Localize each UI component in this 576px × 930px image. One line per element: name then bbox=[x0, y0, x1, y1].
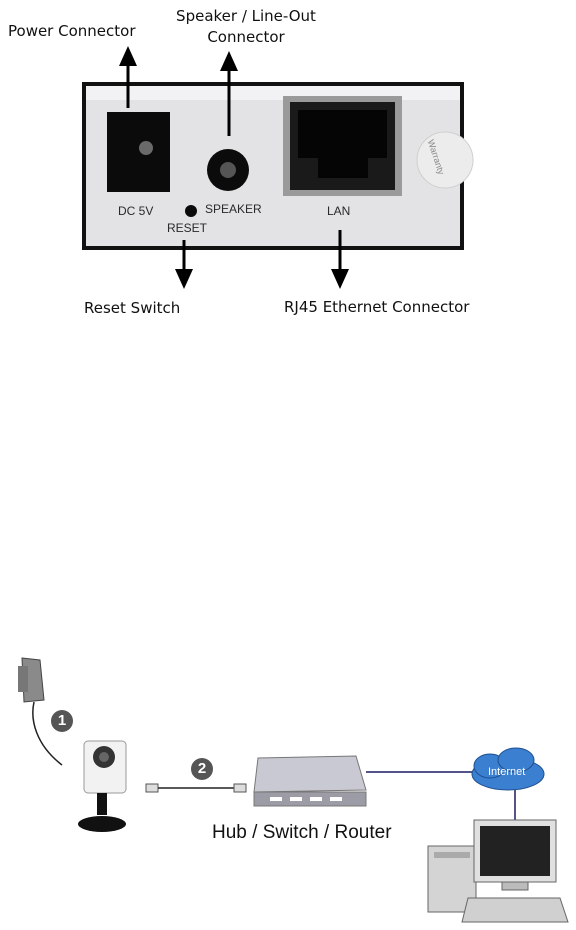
internet-label: Internet bbox=[488, 766, 526, 778]
desktop-computer bbox=[427, 819, 569, 923]
power-jack bbox=[107, 112, 170, 192]
power-adapter bbox=[18, 657, 63, 766]
connector-panel bbox=[82, 82, 474, 250]
power-connector-label: Power Connector bbox=[8, 22, 136, 40]
step-1-number: 1 bbox=[57, 712, 67, 729]
reset-switch-label: Reset Switch bbox=[84, 299, 181, 317]
ip-camera bbox=[78, 740, 127, 832]
hub-switch-router bbox=[253, 755, 367, 807]
reset-hole bbox=[185, 205, 197, 217]
dc-marking: DC 5V bbox=[118, 204, 154, 218]
arrows bbox=[119, 46, 349, 289]
step-1-badge bbox=[51, 710, 73, 732]
step-2-number: 2 bbox=[197, 760, 207, 777]
reset-marking: RESET bbox=[167, 221, 208, 235]
speaker-marking: SPEAKER bbox=[205, 202, 262, 216]
speaker-connector-label-line2: Connector bbox=[207, 28, 285, 46]
lan-marking: LAN bbox=[327, 204, 351, 218]
hub-switch-router-label: Hub / Switch / Router bbox=[212, 822, 392, 843]
speaker-connector-label-line1: Speaker / Line-Out bbox=[176, 7, 316, 25]
ethernet-cable bbox=[145, 783, 247, 793]
rj45-connector-label: RJ45 Ethernet Connector bbox=[284, 298, 470, 316]
internet-cloud bbox=[471, 747, 545, 791]
step-2-badge bbox=[191, 758, 213, 780]
